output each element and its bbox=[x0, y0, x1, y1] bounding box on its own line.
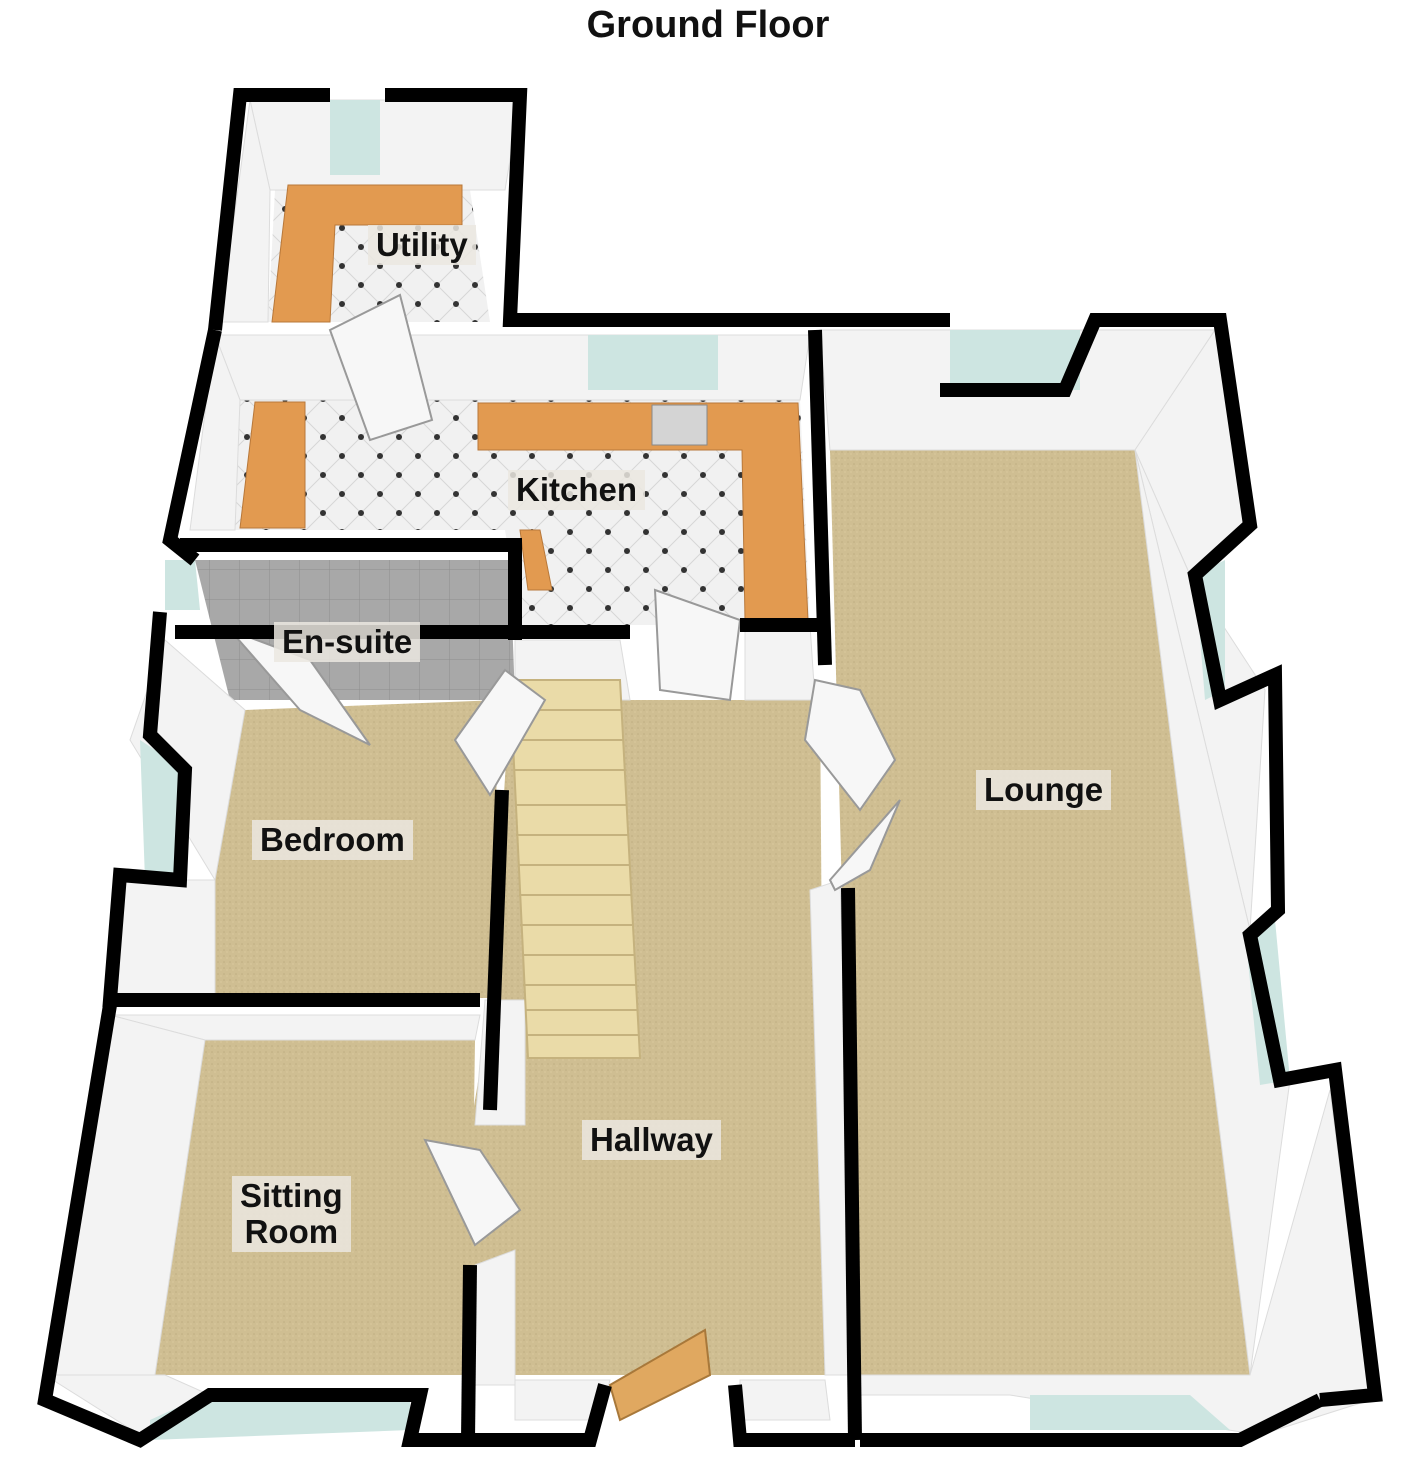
utility-window bbox=[330, 100, 380, 175]
room-label-utility: Utility bbox=[368, 225, 476, 265]
ensuite-window bbox=[165, 560, 200, 610]
staircase bbox=[508, 679, 642, 1059]
kitchen-door bbox=[653, 588, 742, 702]
lounge-window-top bbox=[950, 330, 1080, 390]
front-door bbox=[608, 1328, 712, 1422]
worktops bbox=[239, 184, 809, 621]
sitting-room-window bbox=[150, 1395, 410, 1440]
kitchen-sink bbox=[651, 404, 708, 446]
lounge-door-mid bbox=[828, 799, 901, 892]
bedroom-window bbox=[140, 740, 185, 880]
room-label-sitting-room-line2: Room bbox=[244, 1213, 339, 1250]
lounge-floor bbox=[830, 450, 1250, 1375]
floors bbox=[155, 190, 1250, 1375]
walls bbox=[37, 88, 1383, 1448]
floor-title: Ground Floor bbox=[586, 4, 830, 46]
room-label-sitting-room: Sitting Room bbox=[232, 1176, 351, 1252]
room-label-sitting-room-line1: Sitting bbox=[240, 1177, 343, 1214]
lounge-door-top bbox=[803, 678, 897, 812]
lounge-window-bottom bbox=[1030, 1395, 1230, 1430]
utility-door bbox=[328, 293, 434, 442]
bedroom-door bbox=[453, 668, 547, 797]
room-label-hallway: Hallway bbox=[582, 1120, 721, 1160]
sitting-room-door bbox=[423, 1138, 522, 1247]
room-label-bedroom: Bedroom bbox=[252, 820, 413, 860]
kitchen-worktop-small bbox=[519, 529, 553, 591]
kitchen-worktop-left bbox=[239, 401, 306, 529]
utility-worktop bbox=[271, 184, 463, 323]
kitchen-floor bbox=[235, 400, 810, 625]
room-label-ensuite: En-suite bbox=[274, 622, 421, 662]
kitchen-window bbox=[588, 335, 718, 390]
room-label-kitchen: Kitchen bbox=[508, 470, 646, 510]
room-label-lounge: Lounge bbox=[976, 770, 1112, 810]
